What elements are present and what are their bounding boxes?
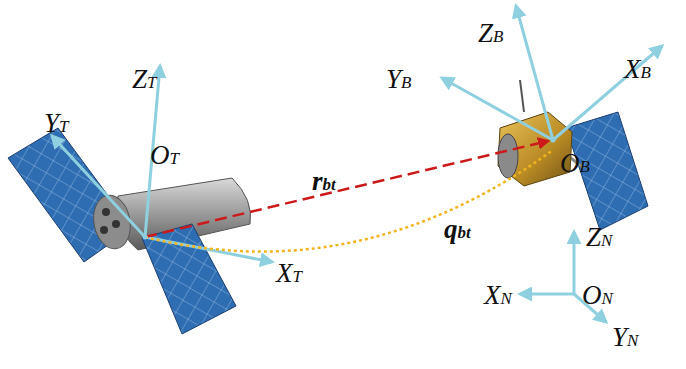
axis-label: XT: [276, 260, 302, 287]
chaser-axes: [442, 6, 662, 140]
axis-label: ZN: [586, 224, 612, 251]
attitude-curve: [145, 150, 553, 252]
axis-label: XB: [624, 56, 651, 83]
axis-label: XN: [484, 282, 512, 309]
target-axes: [52, 66, 272, 262]
axis-label: YN: [612, 324, 638, 351]
axis-label: ZT: [132, 66, 157, 93]
position-vector: [145, 141, 548, 237]
axis-label: YT: [44, 110, 69, 137]
vector-label: rbt: [312, 168, 336, 195]
origin-label: OB: [560, 150, 590, 177]
chaser-spacecraft: [498, 80, 648, 230]
axis-label: YB: [386, 66, 411, 93]
target-spacecraft: [8, 128, 251, 334]
origin-label: ON: [582, 282, 613, 309]
axis-label: ZB: [478, 20, 503, 47]
vector-label: qbt: [444, 216, 471, 243]
origin-label: OT: [150, 142, 179, 169]
